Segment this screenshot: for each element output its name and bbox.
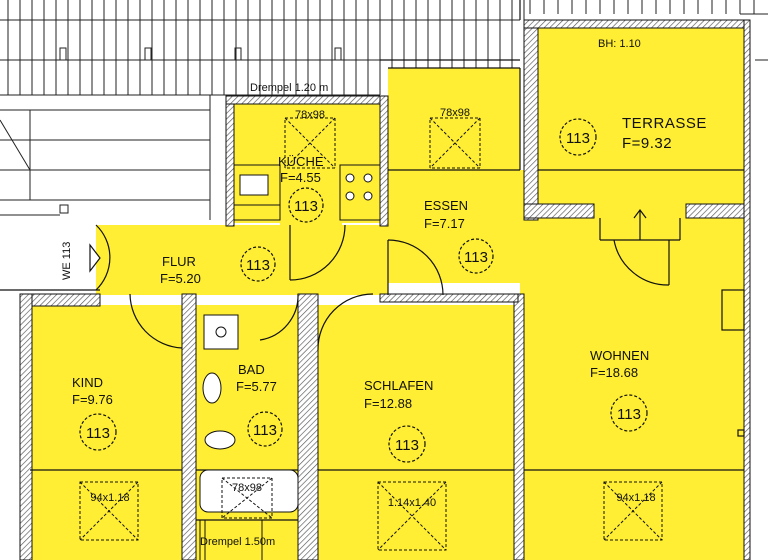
thin-lines [0,0,745,521]
drempel-bottom-note: Drempel 1.50m [200,536,275,548]
flur-code: 113 [246,257,270,274]
kueche-name: KÜCHE [278,154,324,169]
kueche-window: 78x98 [295,109,325,121]
labels: BH: 1.10 TERRASSE F=9.32 113 Drempel 1.2… [61,38,707,548]
wohnen-name: WOHNEN [590,348,649,363]
kitchen-fixtures [233,164,381,221]
terrasse-area: F=9.32 [622,135,672,152]
terrasse-code: 113 [566,130,590,147]
kind-area: F=9.76 [72,392,113,407]
bad-name: BAD [238,362,265,377]
essen-area: F=7.17 [424,216,465,231]
essen-name: ESSEN [424,198,468,213]
room-code-circles [79,118,648,463]
entrance-label: WE 113 [61,242,73,280]
bad-code: 113 [253,422,277,439]
schlafen-name: SCHLAFEN [364,378,433,393]
bath-fixtures [199,314,299,560]
essen-window: 78x98 [440,107,470,119]
schlafen-code: 113 [395,437,419,454]
flur-name: FLUR [162,254,196,269]
bad-window: 78x98 [232,482,262,494]
terrasse-note: BH: 1.10 [598,38,641,50]
kind-window: 94x1.18 [90,492,129,504]
kueche-code: 113 [294,198,318,215]
terrasse-name: TERRASSE [622,115,707,132]
schlafen-area: F=12.88 [364,396,412,411]
wohnen-area: F=18.68 [590,365,638,380]
schlafen-window: 1.14x1.40 [388,497,436,509]
door-swings [89,224,670,351]
kind-code: 113 [86,425,110,442]
kueche-area: F=4.55 [280,170,321,185]
bad-area: F=5.77 [236,379,277,394]
wohnen-code: 113 [617,406,641,423]
drempel-top-note: Drempel 1.20 m [250,82,328,94]
staircase [0,95,211,220]
essen-code: 113 [464,249,488,266]
window-boxes [79,117,663,551]
wohnen-window: 94x1.18 [616,492,655,504]
kind-name: KIND [72,375,103,390]
flur-area: F=5.20 [160,271,201,286]
